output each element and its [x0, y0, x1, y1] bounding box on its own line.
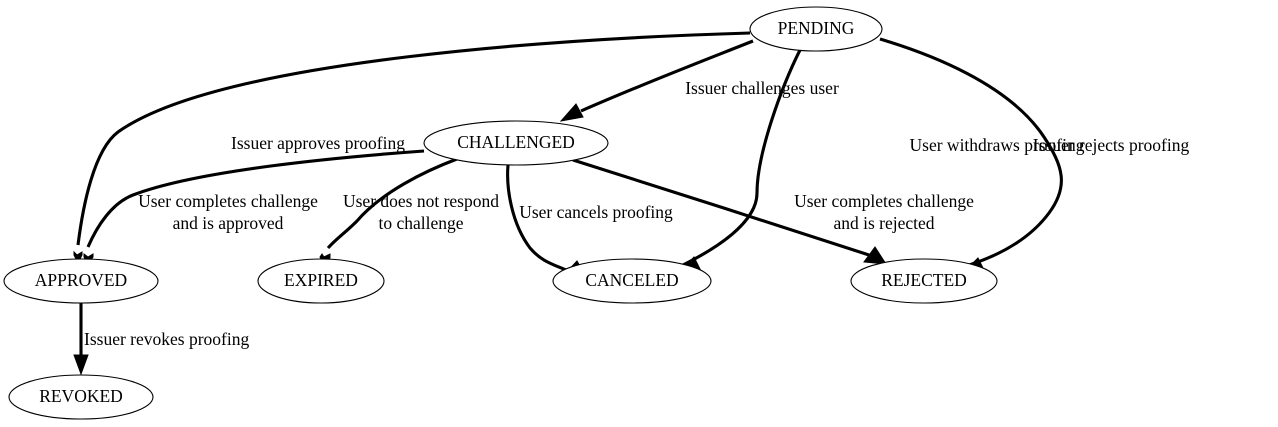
node-pending[interactable]: PENDING — [749, 6, 883, 52]
node-challenged[interactable]: CHALLENGED — [423, 120, 609, 166]
edge-label-pending-canceled: User withdraws proofing — [910, 135, 1085, 155]
edge-label-pending-challenged: Issuer challenges user — [685, 78, 839, 98]
edge-challenged-to-expired: User does not respond to challenge — [319, 157, 499, 266]
node-label-rejected: REJECTED — [881, 270, 967, 290]
edge-pending-to-challenged: Issuer challenges user — [559, 39, 839, 122]
edge-label-challenged-approved-line1: User completes challenge — [138, 191, 318, 211]
edge-pending-to-approved: Issuer approves proofing — [73, 31, 751, 265]
edge-challenged-to-rejected: User completes challenge and is rejected — [572, 158, 974, 265]
edge-pending-to-canceled: User withdraws proofing — [678, 49, 1085, 273]
edge-path-challenged-canceled — [506, 164, 567, 272]
node-label-expired: EXPIRED — [284, 270, 358, 290]
edge-label-challenged-canceled: User cancels proofing — [519, 202, 673, 222]
node-shape-pending[interactable] — [749, 6, 883, 52]
arrowhead-approved-revoked — [73, 354, 89, 376]
node-label-challenged: CHALLENGED — [457, 132, 575, 152]
edge-path-challenged-expired — [326, 157, 458, 250]
node-label-revoked: REVOKED — [39, 386, 123, 406]
arrowhead-pending-challenged — [559, 103, 584, 122]
edge-path-pending-challenged — [580, 39, 754, 113]
arrowhead-challenged-rejected — [863, 246, 887, 265]
edge-label-challenged-approved-line2: and is approved — [173, 213, 284, 233]
edge-approved-to-revoked: Issuer revokes proofing — [73, 303, 249, 376]
edge-pending-to-rejected: Issuer rejects proofing — [879, 37, 1190, 274]
node-revoked[interactable]: REVOKED — [8, 374, 154, 420]
edge-path-challenged-rejected — [572, 158, 870, 257]
node-label-approved: APPROVED — [35, 270, 127, 290]
node-label-pending: PENDING — [778, 18, 855, 38]
edge-label-challenged-expired-line1: User does not respond — [343, 191, 499, 211]
node-approved[interactable]: APPROVED — [3, 258, 159, 304]
node-expired[interactable]: EXPIRED — [257, 258, 385, 304]
edge-challenged-to-approved: User completes challenge and is approved — [83, 149, 425, 267]
edge-label-pending-approved: Issuer approves proofing — [231, 133, 405, 153]
node-shape-revoked[interactable] — [8, 374, 154, 420]
node-rejected[interactable]: REJECTED — [850, 258, 998, 304]
arrowhead-pending-approved — [73, 250, 83, 265]
node-shape-expired[interactable] — [257, 258, 385, 304]
edge-path-pending-approved — [76, 31, 751, 246]
node-label-canceled: CANCELED — [585, 270, 678, 290]
edge-label-challenged-rejected-line2: and is rejected — [833, 213, 934, 233]
node-shape-approved[interactable] — [3, 258, 159, 304]
edge-label-pending-rejected: Issuer rejects proofing — [1033, 135, 1190, 155]
edge-label-challenged-expired-line2: to challenge — [378, 213, 463, 233]
edge-path-challenged-approved — [86, 149, 425, 248]
edge-path-pending-rejected — [879, 37, 1063, 268]
node-shape-rejected[interactable] — [850, 258, 998, 304]
edge-path-pending-canceled — [682, 49, 802, 267]
node-shape-challenged[interactable] — [423, 120, 609, 166]
node-shape-canceled[interactable] — [552, 258, 712, 304]
edge-label-challenged-rejected-line1: User completes challenge — [794, 191, 974, 211]
edge-label-approved-revoked: Issuer revokes proofing — [84, 329, 249, 349]
node-canceled[interactable]: CANCELED — [552, 258, 712, 304]
